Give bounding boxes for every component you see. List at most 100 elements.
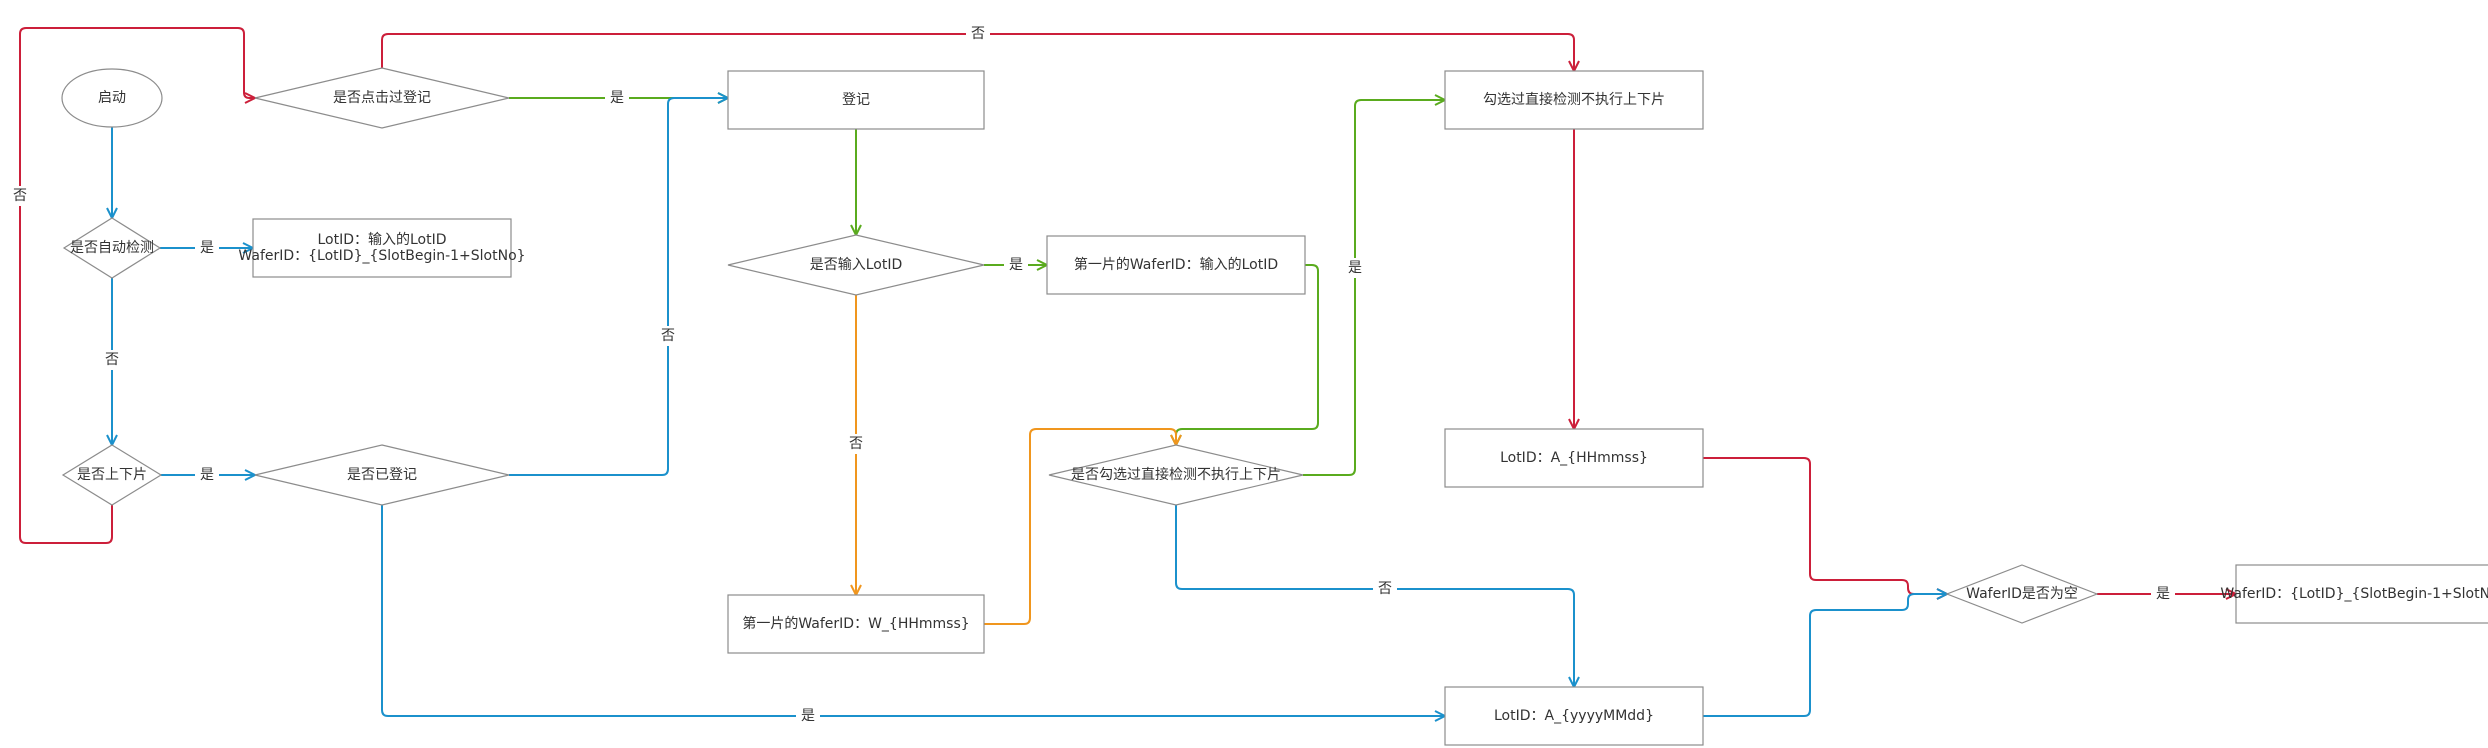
diamond-shape [254, 444, 510, 506]
node-label: LotID：A_{yyyyMMdd} [1494, 708, 1654, 724]
edge-registered-to-register [509, 92, 729, 476]
edge-label: 否 [966, 24, 990, 44]
node-auto_detect: 是否自动检测 [62, 217, 162, 279]
edge-label-text: 是 [2156, 586, 2170, 602]
rect-shape [1046, 235, 1306, 295]
node-label: 是否输入LotID [810, 257, 903, 273]
diamond-shape [61, 444, 163, 506]
edge-label-text: 是 [200, 467, 214, 483]
node-label: 勾选过直接检测不执行上下片 [1483, 91, 1665, 108]
diamond-shape [1048, 444, 1304, 506]
edge-line [381, 505, 1445, 717]
rect-shape [1444, 686, 1704, 746]
node-label: WaferID是否为空 [1966, 586, 2078, 602]
edge-label: 否 [844, 434, 868, 454]
diamond-shape [254, 67, 510, 129]
node-label: WaferID：{LotID}_{SlotBegin-1+SlotNo} [238, 248, 525, 264]
edge-label-text: 是 [1348, 260, 1362, 276]
edge-label-background [605, 88, 629, 108]
edge-check_skip-to-skip_selected [1303, 94, 1446, 476]
node-label: 是否上下片 [77, 467, 147, 483]
node-label: WaferID：{LotID}_{SlotBegin-1+SlotNo} [2220, 586, 2488, 602]
node-start: 启动 [61, 68, 163, 128]
node-label: 是否已登记 [347, 467, 417, 483]
edge-label: 是 [1343, 258, 1367, 278]
edge-label-background [195, 465, 219, 485]
rect-shape [727, 594, 985, 654]
node-label: LotID：A_{HHmmss} [1500, 450, 1648, 466]
edge-start-to-auto_detect [106, 127, 118, 219]
edge-label: 是 [796, 706, 820, 726]
diamond-shape [62, 217, 162, 279]
edge-register-to-input_lotid [850, 129, 862, 236]
edge-label-text: 是 [610, 90, 624, 106]
node-lot_a_time: LotID：A_{HHmmss} [1444, 428, 1704, 488]
node-label: LotID：输入的LotID [317, 232, 446, 248]
rect-shape [1444, 70, 1704, 130]
node-input_lotid: 是否输入LotID [727, 234, 985, 296]
rect-shape [252, 218, 512, 278]
node-label: 第一片的WaferID：输入的LotID [1074, 256, 1278, 273]
edge-label-text: 否 [971, 26, 985, 42]
edge-line [19, 27, 255, 544]
diamond-shape [727, 234, 985, 296]
node-check_skip: 是否勾选过直接检测不执行上下片 [1048, 444, 1304, 506]
node-wafer_empty: WaferID是否为空 [1945, 564, 2099, 624]
node-label: 启动 [98, 90, 126, 106]
edge-label-background [100, 350, 124, 370]
node-lot_input_box: LotID：输入的LotIDWaferID：{LotID}_{SlotBegin… [238, 218, 526, 278]
edge-label-text: 否 [105, 352, 119, 368]
edge-label-background [2151, 584, 2175, 604]
rect-shape [2235, 564, 2488, 624]
node-skip_selected: 勾选过直接检测不执行上下片 [1444, 70, 1704, 130]
edge-label-text: 是 [1009, 257, 1023, 273]
edge-label-background [656, 326, 680, 346]
edge-label-background [1373, 579, 1397, 599]
node-registered: 是否已登记 [254, 444, 510, 506]
edge-label-background [844, 434, 868, 454]
edge-line [984, 428, 1177, 625]
edge-label-background [8, 186, 32, 206]
edge-label: 否 [100, 350, 124, 370]
edge-label-background [966, 24, 990, 44]
edge-line [509, 97, 728, 476]
edge-label-background [796, 706, 820, 726]
edge-label-text: 否 [849, 436, 863, 452]
node-register: 登记 [727, 70, 985, 130]
ellipse-shape [61, 68, 163, 128]
edge-lot_a_time-to-wafer_empty [1703, 457, 1948, 600]
edge-label-text: 否 [13, 188, 27, 204]
edge-label-text: 否 [1378, 581, 1392, 597]
edges-layer [19, 27, 2237, 722]
edge-label-text: 是 [200, 240, 214, 256]
node-load_unload: 是否上下片 [61, 444, 163, 506]
edge-lot_a_date-to-wafer_empty [1703, 588, 1948, 717]
edge-label: 是 [1004, 255, 1028, 275]
diamond-shape [1945, 564, 2099, 624]
node-first_wafer_w: 第一片的WaferID：W_{HHmmss} [727, 594, 985, 654]
labels-layer: 是否否是是否否是是否是否是 [8, 24, 2175, 726]
node-wafer_final: WaferID：{LotID}_{SlotBegin-1+SlotNo} [2220, 564, 2488, 624]
rect-shape [1444, 428, 1704, 488]
edge-label: 是 [195, 238, 219, 258]
edge-label: 是 [605, 88, 629, 108]
edge-line [1303, 99, 1445, 476]
edge-label: 否 [656, 326, 680, 346]
edge-skip_selected-to-lot_a_time [1568, 129, 1580, 430]
node-label: 登记 [842, 92, 870, 108]
node-label: 是否自动检测 [70, 240, 154, 256]
node-first_wafer_lot: 第一片的WaferID：输入的LotID [1046, 235, 1306, 295]
edge-label-background [1004, 255, 1028, 275]
node-label: 第一片的WaferID：W_{HHmmss} [742, 615, 969, 632]
edge-line [1703, 593, 1947, 717]
edge-label-text: 否 [661, 328, 675, 344]
edge-label-text: 是 [801, 708, 815, 724]
edge-label: 是 [2151, 584, 2175, 604]
node-clicked_register: 是否点击过登记 [254, 67, 510, 129]
node-label: 是否点击过登记 [333, 90, 431, 106]
node-lot_a_date: LotID：A_{yyyyMMdd} [1444, 686, 1704, 746]
edge-label-background [1343, 258, 1367, 278]
edge-line [1175, 264, 1319, 445]
